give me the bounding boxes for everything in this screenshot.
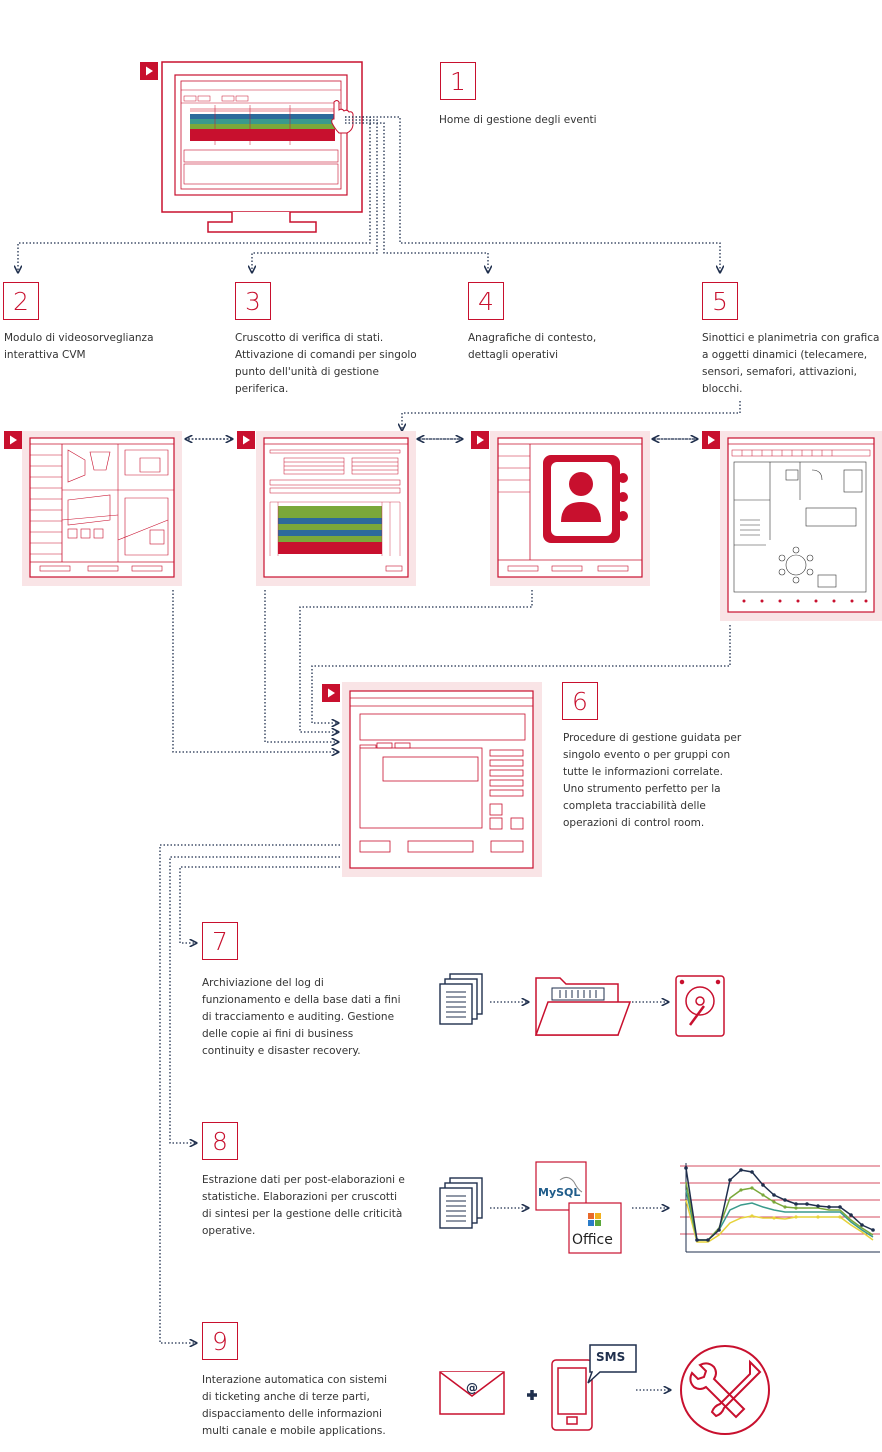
step-5-number: 5 (702, 282, 738, 320)
step-9-text: Interazione automatica con sistemi di ti… (202, 1374, 388, 1437)
step-7-number: 7 (202, 922, 238, 960)
step-1-number: 1 (440, 62, 476, 100)
step-3-number: 3 (235, 282, 271, 320)
office-logo-box (568, 1202, 622, 1254)
statistics-chart (680, 1163, 880, 1253)
screen-contacts (490, 431, 650, 586)
step-6-text: Procedure di gestione guidata per singol… (563, 732, 742, 829)
email-icon (439, 1371, 505, 1415)
mysql-logo-box (535, 1161, 587, 1211)
mysql-logo: MySQL (538, 1186, 581, 1199)
tools-icon (680, 1345, 770, 1435)
step-3-text: Cruscotto di verifica di stati. Attivazi… (235, 332, 417, 395)
step-4-number: 4 (468, 282, 504, 320)
step-8-number: 8 (202, 1122, 238, 1160)
monitor-icon (161, 61, 363, 233)
step-7-text: Archiviazione del log di funzionamento e… (202, 977, 401, 1057)
office-logo: Office (572, 1232, 613, 1248)
step-6-number: 6 (562, 682, 598, 720)
documents-icon-2 (439, 1177, 483, 1229)
screen-video-surveillance (22, 431, 182, 586)
screen-floor-plan (720, 431, 882, 621)
screen-dashboard (256, 431, 416, 586)
step-9-number: 9 (202, 1322, 238, 1360)
step-2-number: 2 (3, 282, 39, 320)
hard-disk-icon (675, 975, 725, 1037)
documents-icon (439, 973, 483, 1025)
step-1-text: Home di gestione degli eventi (439, 114, 597, 126)
step-4-text: Anagrafiche di contesto, dettagli operat… (468, 332, 597, 361)
plus-icon (527, 1390, 537, 1400)
step-5-text: Sinottici e planimetria con grafica a og… (702, 332, 880, 395)
step-2-text: Modulo di videosorveglianza interattiva … (4, 332, 154, 361)
svg-text:@: @ (466, 1381, 478, 1395)
folder-icon (534, 977, 632, 1036)
step-8-text: Estrazione dati per post-elaborazioni e … (202, 1174, 405, 1237)
screen-procedures (342, 682, 542, 877)
connector-lines (18, 116, 741, 1390)
mobile-phone-icon (551, 1359, 593, 1431)
sms-label: SMS (596, 1350, 626, 1364)
sms-bubble-icon (587, 1344, 637, 1384)
